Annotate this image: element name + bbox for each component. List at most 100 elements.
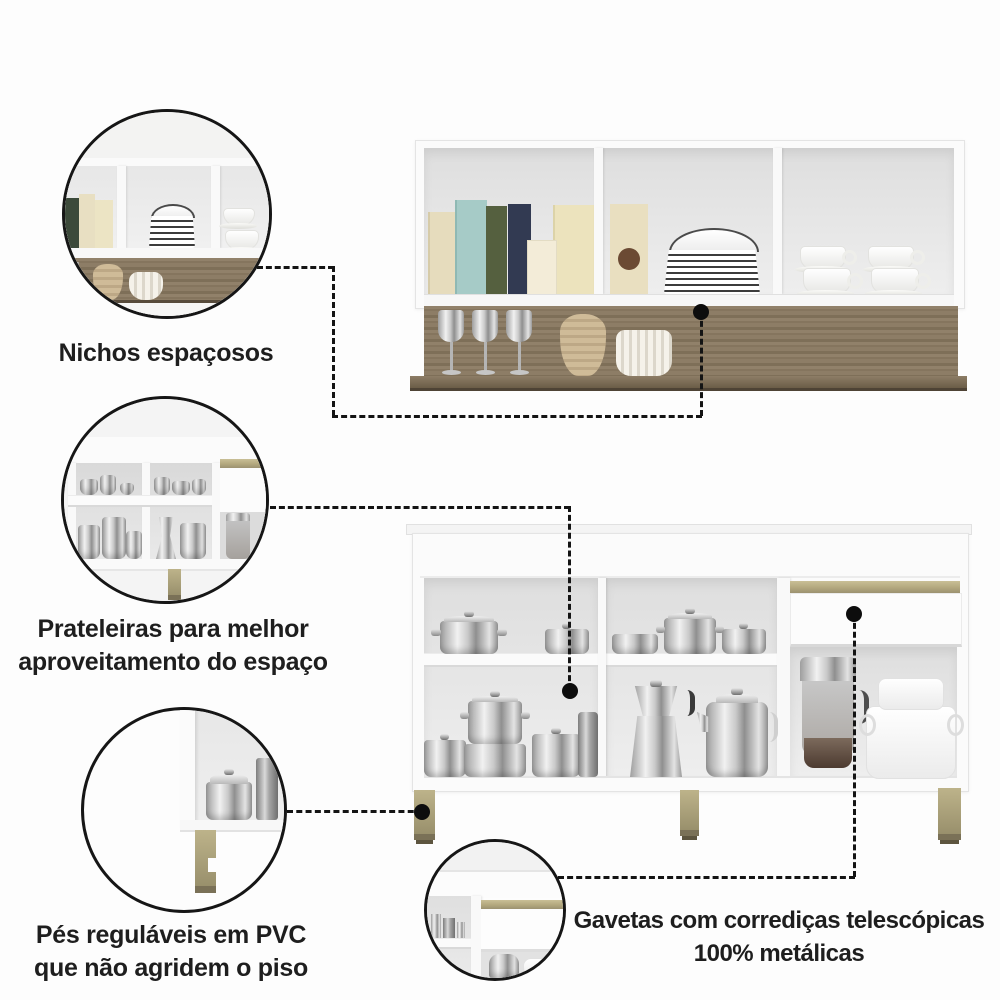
pot-knob [739,623,748,629]
kettle [706,702,768,777]
label-line: aproveitamento do espaço [18,648,328,676]
zoom-leg [168,569,181,595]
metal-jug [578,712,598,777]
cooking-pot [545,629,589,654]
zoom-pot [126,531,142,559]
zoom-shelf [427,938,471,949]
base-cabinet [0,500,1000,860]
cup-handle [842,250,857,265]
cup-handle [915,273,931,289]
glass-stem [484,342,487,371]
zoom-canister [443,918,455,938]
pot-knob [440,734,449,740]
cereal-box [455,200,487,294]
connector-nichos-v1 [332,266,335,416]
zoom-drawer-front [481,909,563,952]
label-line: Nichos espaçosos [58,339,274,367]
zoom-pot [100,475,116,495]
zoom-bottom-board [65,248,269,258]
leg-base [682,836,697,840]
kettle-handle [763,712,778,742]
cereal-box [610,204,648,294]
zoom-leg-foot [195,886,216,893]
drawer-section-wall [777,578,790,777]
leg-foot [938,834,961,840]
pot-handle [460,712,469,719]
zoom-box [95,200,113,248]
drawer-gold-trim [790,581,960,593]
leg-foot [414,834,435,840]
zoom-canister [431,914,441,938]
zoom-leg-foot [168,595,181,600]
moka-pot-top [634,686,678,716]
saucer [865,290,922,297]
callout-circle-gavetas [424,839,566,981]
pot-lid [472,696,518,702]
cup-handle [910,250,925,265]
zoom-bg-top [427,842,563,870]
zoom-side-wall [68,463,76,559]
callout-dot-prateleiras [562,683,578,699]
compartment-divider [598,578,606,777]
zoom-coffee-maker-top [226,513,250,521]
niche-divider [594,148,603,294]
wine-glass [506,310,532,342]
zoom-pot [78,525,100,559]
pot-handle [431,629,441,636]
zoom-divider [212,463,220,559]
zoom-glass [67,262,79,296]
white-pot-handle [859,714,876,736]
saucer [797,290,854,297]
moka-pot-bottom [630,716,682,777]
pot-handle [656,626,665,633]
drawer-front [790,593,962,647]
label-gavetas: Gavetas com corrediças telescópicas 100%… [562,904,996,970]
zoom-box [65,198,79,248]
zoom-pot [80,479,98,495]
zoom-apron [427,870,563,898]
bottom-board-seam [424,776,957,778]
cooking-pot [464,744,526,777]
wine-glass [472,310,498,342]
zoom-pot [102,517,126,559]
zoom-divider [471,896,481,978]
leg-base [416,840,433,844]
plate-stack [664,250,760,294]
cabinet-leg [680,790,699,830]
zoom-divider [142,463,150,559]
zoom-pot [206,782,252,820]
connector-prateleiras-v [568,506,571,690]
callout-dot-nichos [693,304,709,320]
moka-handle [678,690,695,716]
cooking-pot [664,618,716,654]
callout-circle-nichos [62,109,272,319]
zoom-kettle [180,523,206,559]
zoom-moka [156,517,176,559]
glass-foot [510,370,529,375]
apron-seam [420,576,960,578]
zoom-plates [149,216,195,248]
wine-glass [438,310,464,342]
coffee-maker-top [800,657,856,681]
zoom-leg [195,830,216,886]
cereal-box [486,206,507,294]
label-nichos: Nichos espaçosos [16,337,316,370]
pot-handle [521,712,530,719]
callout-dot-pes [414,804,430,820]
label-line: Prateleiras para melhor [37,615,309,643]
wall-cabinet [0,0,1000,400]
cereal-box [527,240,557,296]
zoom-leg-notch [208,858,216,872]
connector-prateleiras-h [270,506,570,509]
pot-knob [551,728,561,734]
pot-knob [490,691,500,697]
callout-circle-pes [81,707,287,913]
zoom-bottom-board [64,559,266,571]
label-line: que não agridem o piso [34,954,308,982]
cereal-box [428,212,456,294]
label-line: 100% metálicas [693,940,865,967]
callout-dot-gavetas [846,606,862,622]
cereal-box [508,204,531,294]
zoom-shelf [68,495,212,507]
